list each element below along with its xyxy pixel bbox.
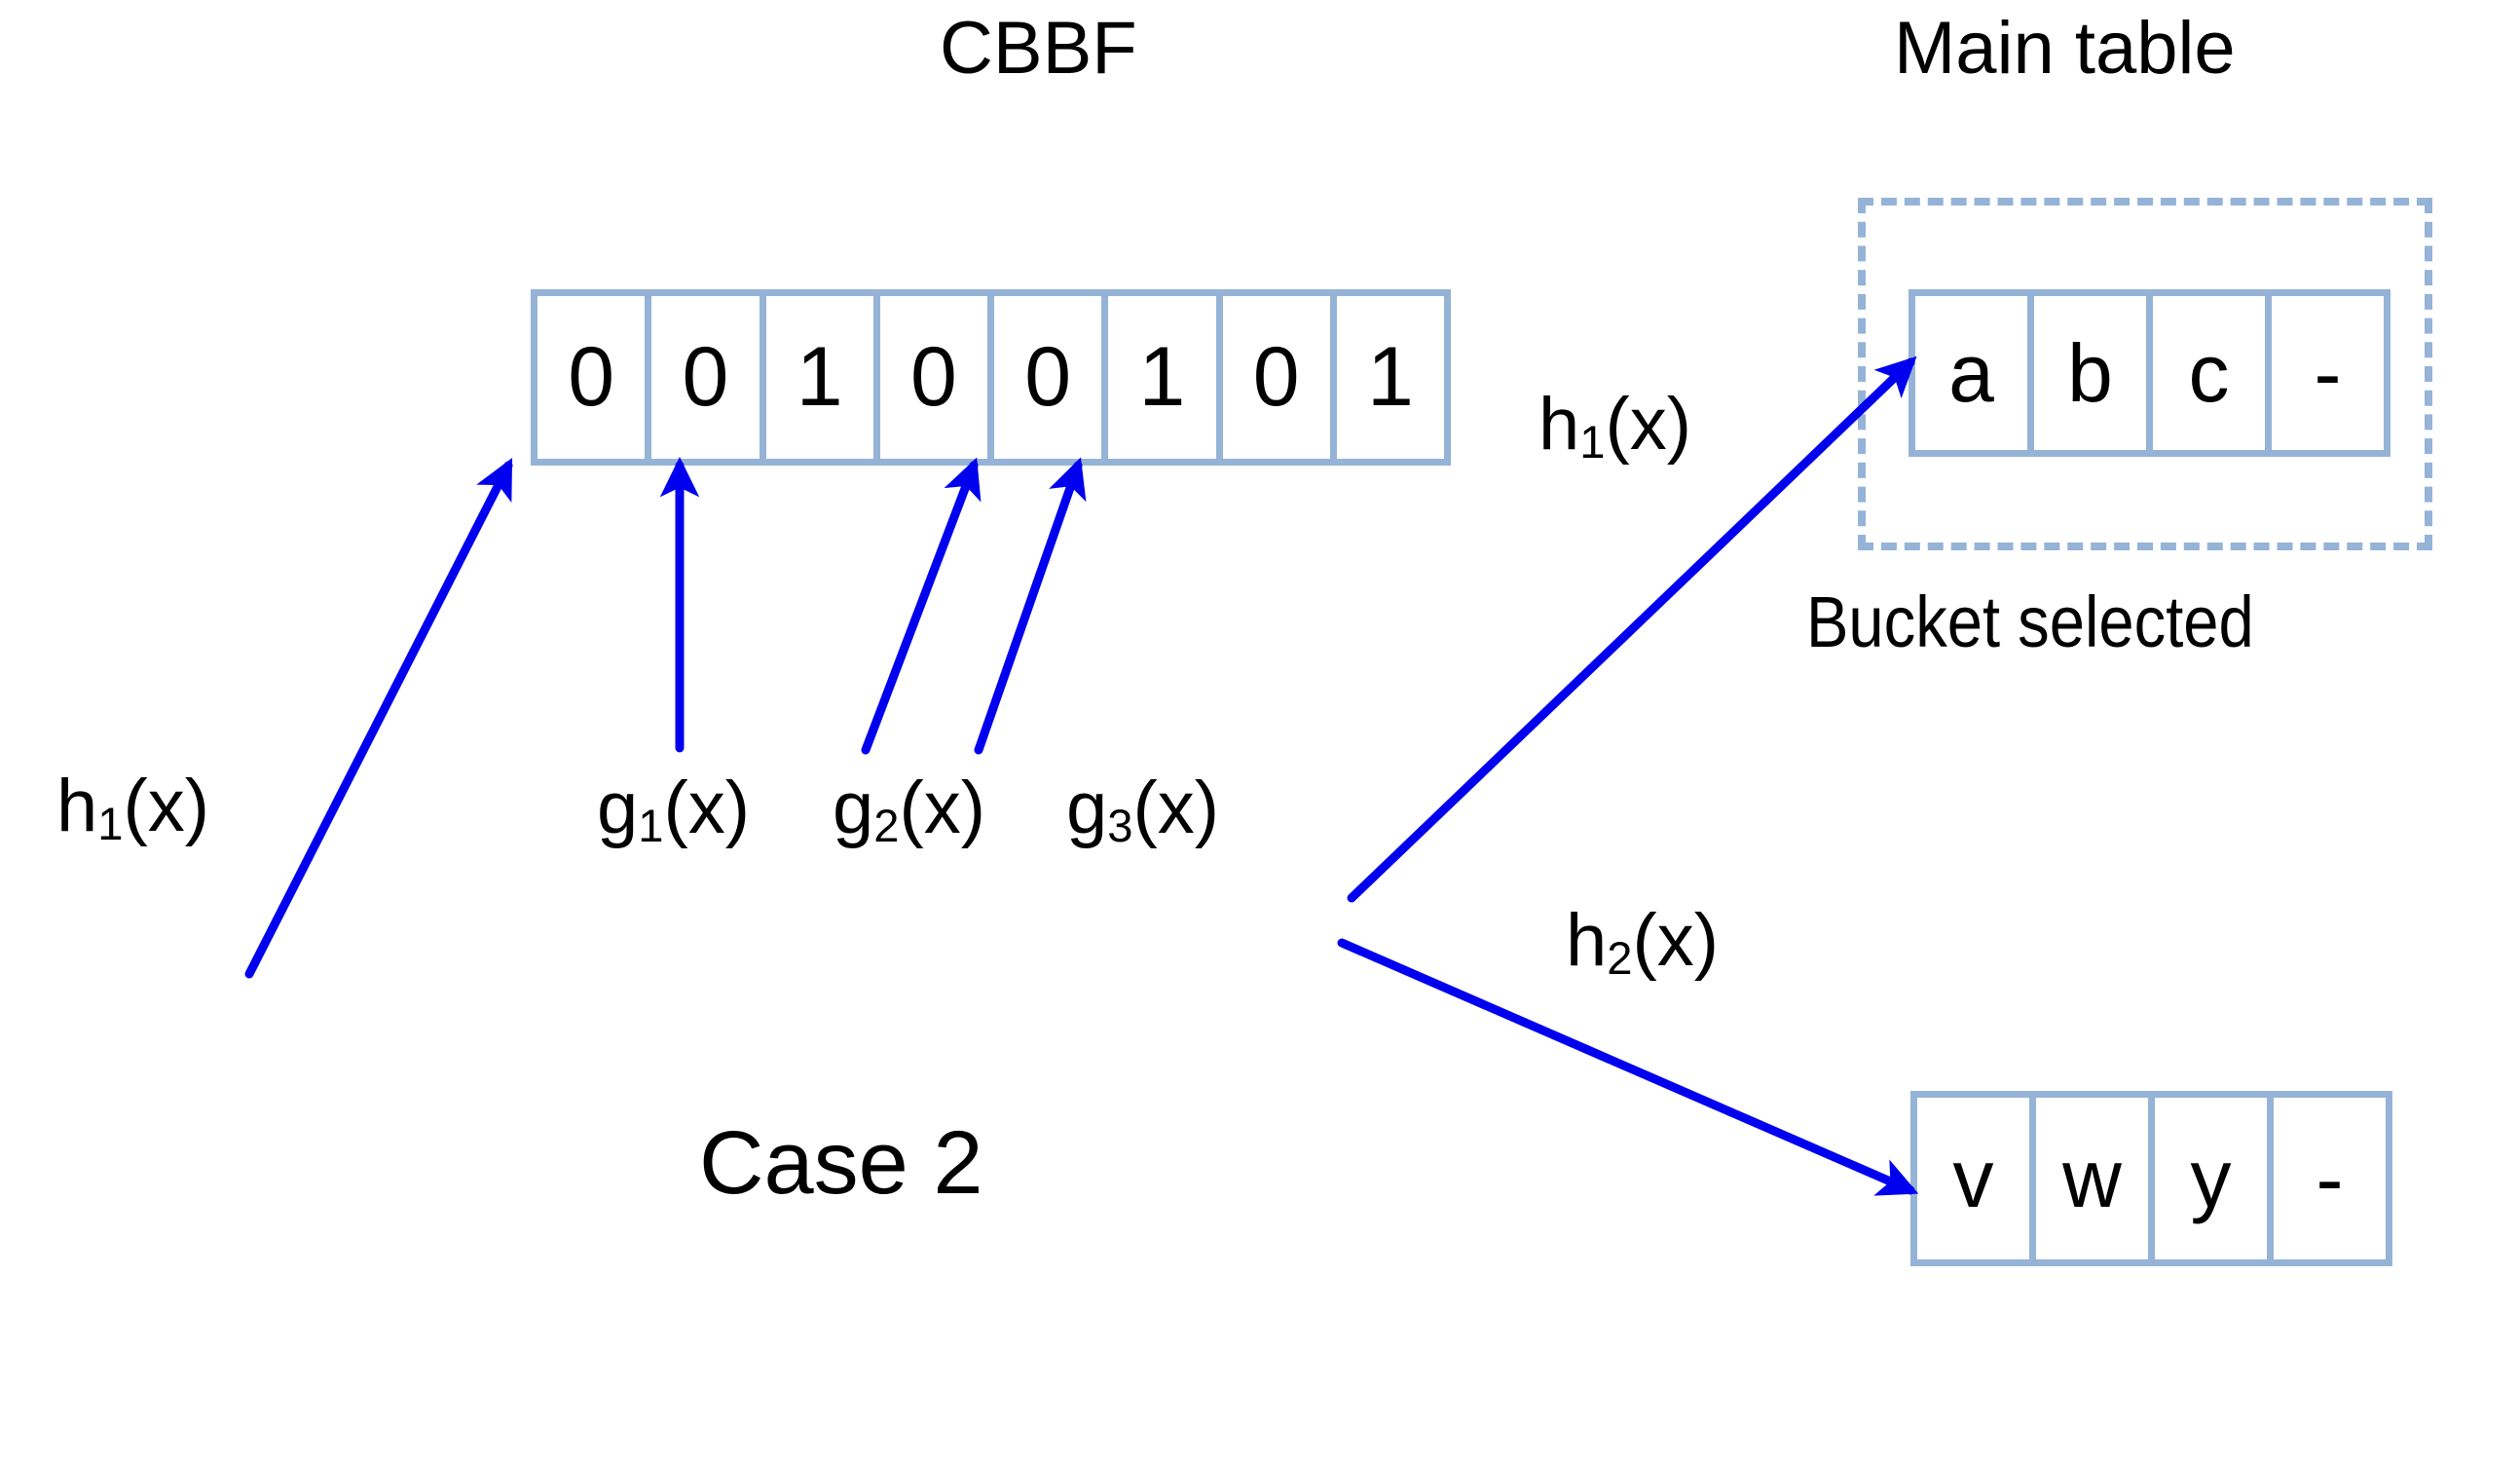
h1-left-subscript: 1 — [97, 798, 124, 850]
cbbf-bit-cell: 1 — [1366, 330, 1414, 424]
case-label: Case 2 — [699, 1113, 983, 1213]
cbbf-bit-cell: 0 — [880, 296, 994, 459]
g1-label: g1(x) — [597, 771, 750, 849]
cbbf-bit-cell: 0 — [651, 296, 766, 459]
h1-left-to-bit0-arrow — [244, 457, 513, 979]
g3-base: g — [1066, 767, 1108, 849]
g2-subscript: 2 — [873, 800, 900, 852]
main-bucket-cell: a — [1915, 296, 2034, 450]
main-bucket-cell: c — [2153, 296, 2272, 450]
g1-subscript: 1 — [638, 800, 664, 852]
second-bucket-cell: y — [2155, 1098, 2274, 1259]
main-table-title: Main table — [1894, 7, 2236, 90]
g3-to-bit7-arrow — [974, 457, 1087, 755]
g1-base: g — [597, 767, 639, 849]
cbbf-bit-cell: 1 — [766, 296, 880, 459]
second-bucket-cell: - — [2316, 1132, 2344, 1224]
cbbf-title: CBBF — [940, 7, 1137, 90]
h1-right-subscript: 1 — [1579, 416, 1606, 468]
cbbf-bit-array: 0 0 1 0 0 1 0 1 — [531, 289, 1451, 466]
main-bucket-cell: - — [2314, 326, 2342, 419]
g3-arg: (x) — [1132, 767, 1220, 849]
g2-to-bit5-arrow — [861, 457, 982, 755]
bucket-selected-caption: Bucket selected — [1806, 581, 2254, 662]
g1-arg: (x) — [663, 767, 751, 849]
g3-subscript: 3 — [1107, 800, 1133, 852]
g2-arg: (x) — [899, 767, 986, 849]
h1-left-arg: (x) — [123, 765, 210, 847]
cbbf-bit-cell: 1 — [1108, 296, 1223, 459]
second-bucket-cell: v — [1917, 1098, 2036, 1259]
main-bucket-cell: b — [2034, 296, 2153, 450]
h2-subscript: 2 — [1607, 932, 1633, 985]
h1-left-base: h — [56, 765, 98, 847]
h2-base: h — [1566, 899, 1608, 982]
main-bucket-table: a b c - — [1909, 289, 2390, 457]
h1-right-base: h — [1538, 383, 1580, 466]
cbbf-bit-cell: 0 — [1223, 296, 1337, 459]
second-bucket-cell: w — [2036, 1098, 2155, 1259]
h1-left-label: h1(x) — [56, 769, 209, 847]
cbbf-bit-cell: 0 — [537, 296, 652, 459]
h1-right-label: h1(x) — [1538, 388, 1691, 466]
h1-right-arg: (x) — [1605, 383, 1692, 466]
second-bucket-table: v w y - — [1910, 1091, 2392, 1266]
h2-label: h2(x) — [1566, 904, 1719, 982]
g2-label: g2(x) — [833, 771, 985, 849]
cbbf-bit-cell: 0 — [994, 296, 1109, 459]
h2-arg: (x) — [1632, 899, 1720, 982]
g3-label: g3(x) — [1066, 771, 1219, 849]
g2-base: g — [833, 767, 874, 849]
